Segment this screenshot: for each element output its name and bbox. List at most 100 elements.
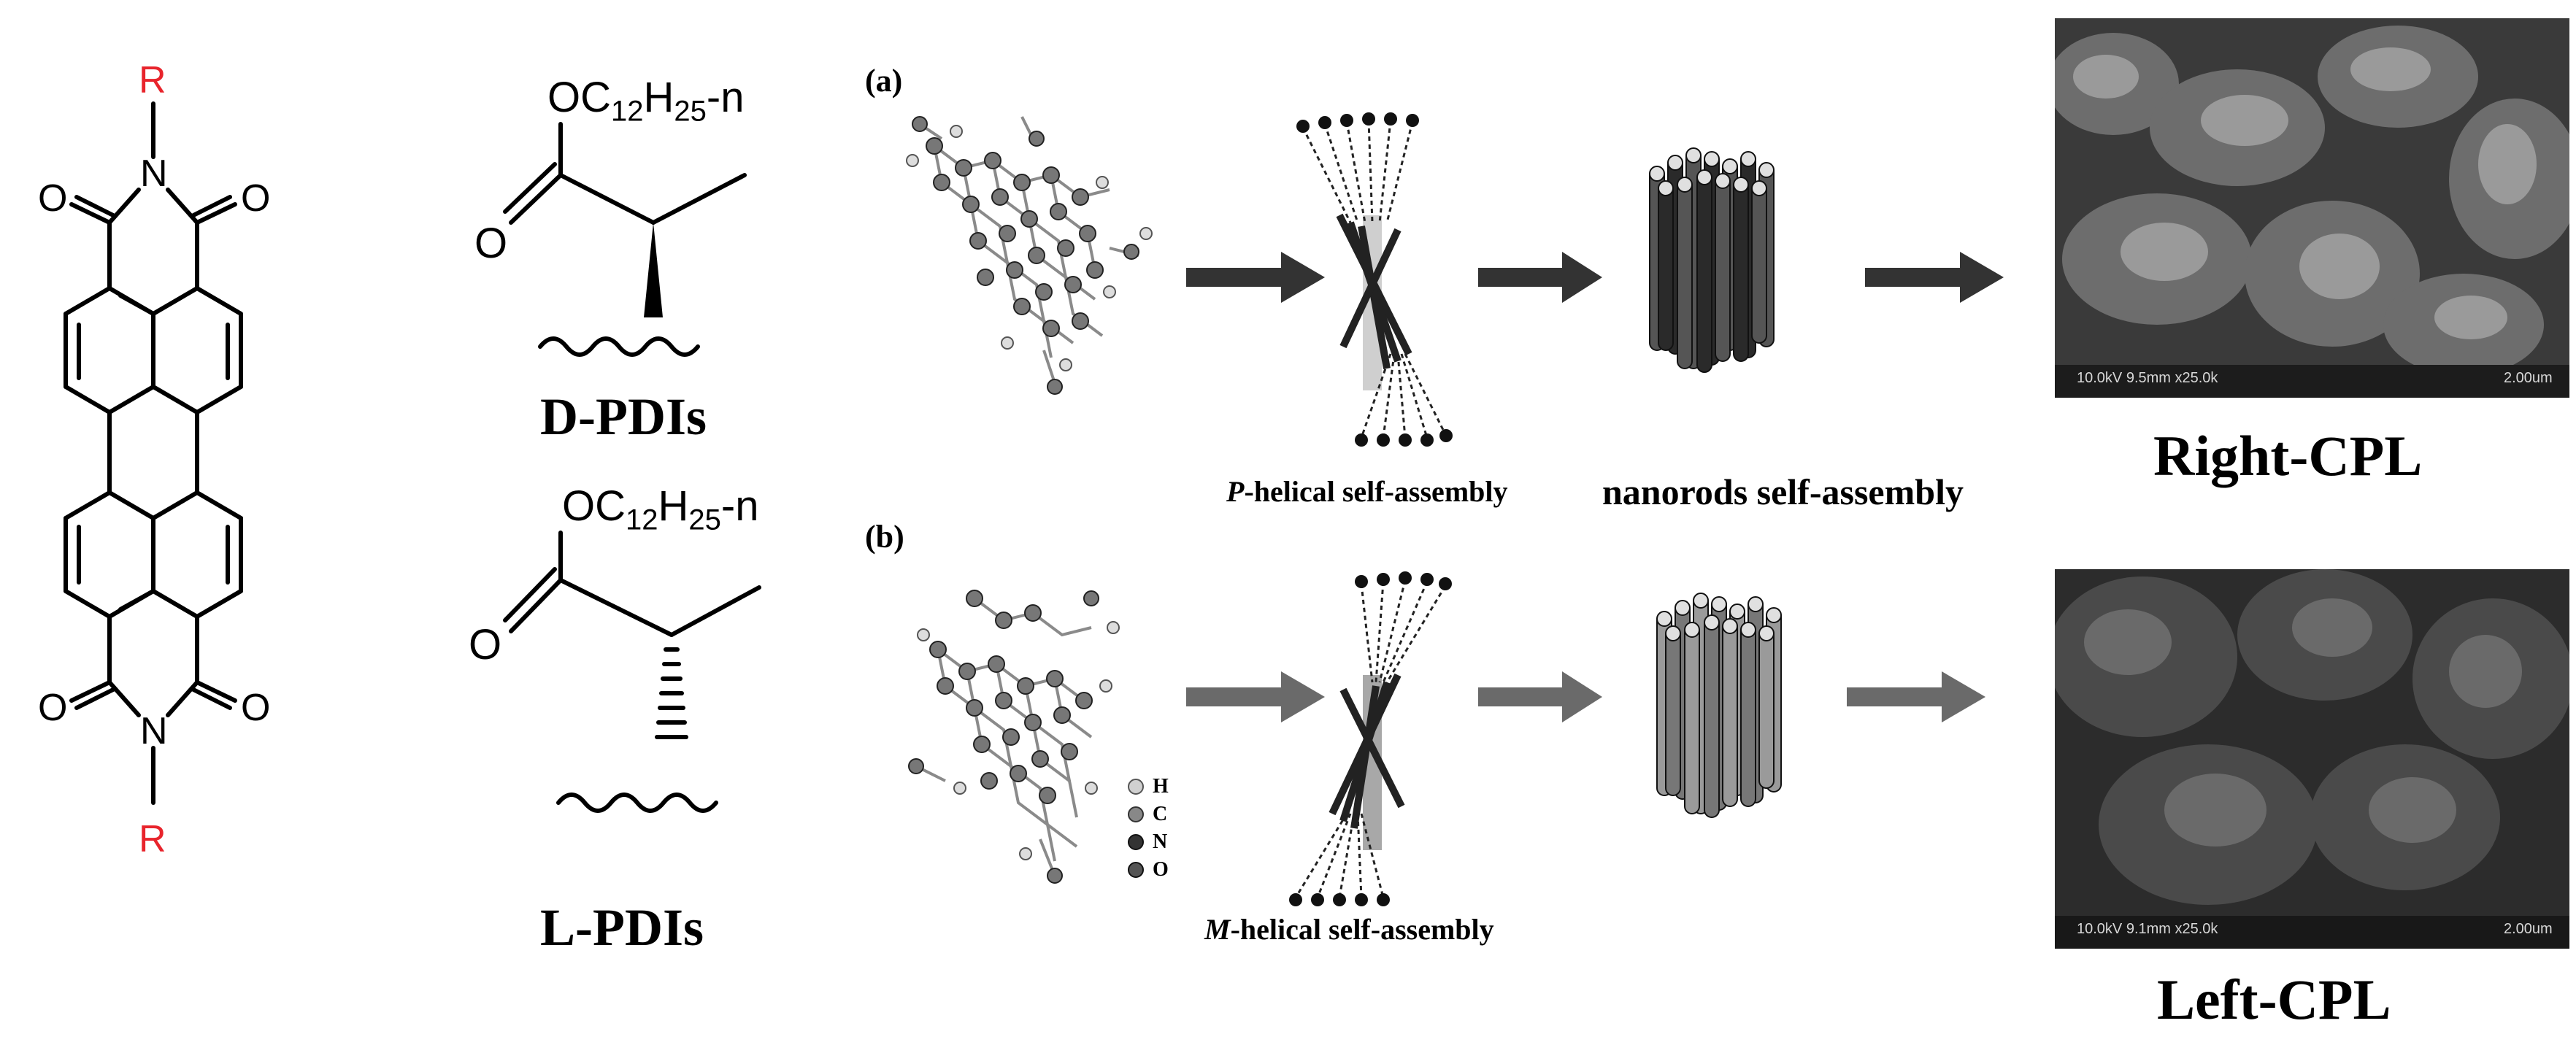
ester-n: -n (720, 482, 759, 530)
nanorod-cap (1722, 618, 1738, 634)
nanorod-cap (1649, 166, 1665, 182)
nanorod-cap (1667, 155, 1683, 171)
nanorod (1704, 616, 1720, 818)
nanorod (1751, 182, 1767, 344)
nanorod-cap (1693, 593, 1709, 609)
atom-o-label: O (1153, 858, 1169, 881)
nanorod-cap (1696, 169, 1712, 185)
nanorods-bundle-b (1642, 584, 1796, 847)
nanorod-cap (1675, 600, 1691, 616)
legend-h: H (1128, 774, 1169, 800)
m-suffix: -helical self-assembly (1230, 913, 1494, 946)
nanorod-cap (1748, 596, 1764, 612)
r-group-bottom: R (139, 818, 166, 860)
ester-n: -n (706, 74, 745, 121)
nanorod-cap (1722, 158, 1738, 174)
legend-c: C (1128, 801, 1167, 828)
nanorod-cap (1656, 611, 1672, 627)
sem-image-right-cpl: 10.0kV 9.5mm x25.0k 2.00um (2055, 18, 2569, 398)
p-helix (1281, 106, 1456, 456)
atom-n-label: N (1153, 830, 1168, 853)
right-cpl-label: Right-CPL (2153, 424, 2423, 487)
oxygen-top-right: O (241, 177, 271, 220)
sem-scale-b: 2.00um (2504, 921, 2553, 937)
nanorod-cap (1685, 147, 1702, 163)
p-helical-caption: P-helical self-assembly (1226, 474, 1508, 509)
l-pdi-structure: OC12H25-n O L-PDIs (453, 482, 861, 978)
nanorod (1733, 178, 1749, 362)
m-prefix: M (1204, 913, 1231, 946)
arrow-a-1 (1186, 252, 1325, 303)
l-pdi-label: L-PDIs (540, 898, 704, 957)
p-suffix: -helical self-assembly (1244, 475, 1508, 508)
panel-b-tag: (b) (865, 519, 904, 555)
nanorod (1696, 171, 1712, 373)
p-prefix: P (1226, 475, 1245, 508)
ester-sub-12: 12 (626, 504, 658, 536)
arrow-b-1 (1186, 671, 1325, 722)
arrow-a-2 (1478, 252, 1602, 303)
nanorod-cap (1733, 177, 1749, 193)
l-pdi-carbonyl-oxygen: O (469, 621, 502, 668)
legend-o: O (1128, 857, 1169, 883)
arrow-b-3 (1847, 671, 1985, 722)
nanorod (1677, 178, 1693, 369)
nanorod-cap (1658, 180, 1674, 196)
atom-c-label: C (1153, 803, 1168, 825)
legend-n: N (1128, 829, 1167, 855)
sem-image-left-cpl: 10.0kV 9.1mm x25.0k 2.00um (2055, 569, 2569, 949)
nanorod-cap (1704, 151, 1720, 167)
oxygen-bottom-right: O (241, 687, 271, 729)
nanorod (1665, 627, 1681, 796)
l-pdi-ester-label: OC12H25-n (562, 482, 758, 537)
atom-h-label: H (1153, 775, 1169, 798)
atom-legend: H C N O (1128, 774, 1193, 890)
nitrogen-bottom: N (140, 710, 168, 752)
d-pdi-structure: OC12H25-n O D-PDIs (453, 66, 861, 460)
nanorod-cap (1740, 622, 1756, 638)
nanorod-cap (1766, 607, 1782, 623)
oxygen-top-left: O (38, 177, 68, 220)
nanorod-cap (1740, 151, 1756, 167)
nanorods-caption: nanorods self-assembly (1602, 471, 1964, 512)
m-helical-caption: M-helical self-assembly (1204, 912, 1494, 946)
sem-scale-a: 2.00um (2504, 370, 2553, 386)
nitrogen-top: N (140, 153, 168, 195)
left-cpl-label: Left-CPL (2157, 968, 2391, 1031)
nanorod-cap (1704, 614, 1720, 631)
sem-info-b: 10.0kV 9.1mm x25.0k (2077, 921, 2218, 937)
ester-sub-12: 12 (611, 95, 644, 128)
atom-n-icon (1128, 834, 1144, 850)
d-pdi-carbonyl-oxygen: O (474, 220, 508, 267)
nanorod (1658, 182, 1674, 351)
nanorod-cap (1715, 173, 1731, 189)
nanorod-cap (1711, 596, 1727, 612)
d-pdi-ester-label: OC12H25-n (547, 73, 744, 128)
panel-a-tag: (a) (865, 63, 903, 99)
nanorod-cap (1684, 622, 1700, 638)
atom-o-icon (1128, 862, 1144, 878)
ester-oc: OC (547, 74, 611, 121)
molecule-model-b (894, 555, 1186, 905)
nanorod-cap (1758, 625, 1775, 641)
sem-info-a: 10.0kV 9.5mm x25.0k (2077, 370, 2218, 386)
m-helix (1281, 566, 1456, 916)
ester-h: H (643, 74, 674, 121)
arrow-a-3 (1865, 252, 2004, 303)
atom-h-icon (1128, 779, 1144, 795)
ester-h: H (658, 482, 689, 530)
molecule-model-a (891, 102, 1183, 423)
nanorod-cap (1729, 604, 1745, 620)
atom-c-icon (1128, 806, 1144, 822)
arrow-b-2 (1478, 671, 1602, 722)
nanorods-bundle-a (1635, 139, 1788, 394)
ester-oc: OC (562, 482, 626, 530)
nanorod (1684, 623, 1700, 814)
nanorod-cap (1665, 625, 1681, 641)
perylene-diimide-structure: R N O O O O N R (0, 44, 307, 1022)
nanorod (1758, 627, 1775, 789)
d-pdi-label: D-PDIs (540, 387, 707, 446)
nanorod (1715, 174, 1731, 362)
r-group-top: R (139, 59, 166, 101)
ester-sub-25: 25 (688, 504, 721, 536)
